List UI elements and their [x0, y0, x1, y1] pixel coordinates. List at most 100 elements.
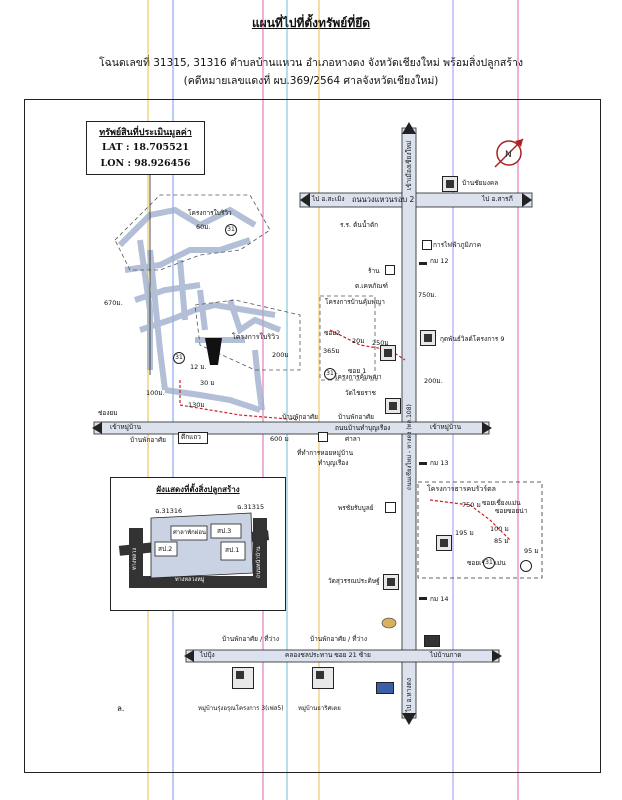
dek-label: ตึกแถว [181, 433, 201, 441]
distance-label: 670ม. [104, 299, 123, 307]
property-pin-icon: 31 [173, 352, 185, 364]
ban-phakrasai3-label: บ้านพักอาศัย [130, 436, 166, 444]
mu-ban-srinuan-label: หมู่บ้านรุ่งอรุณโครงการ 3(เฟส5) [198, 705, 284, 712]
case-number: (คดีหมายเลขแดงที่ ผบ.369/2564 ศาลจังหวัด… [183, 75, 439, 87]
water-tower-label: ร.ร. ต้นน้ำตัก [340, 221, 379, 229]
to-samoeng-label: ไป อ.สะเมิง [312, 195, 345, 203]
property-shape [205, 338, 222, 365]
to-saraphi-label: ไป อ.สารภี [482, 195, 513, 203]
mosque2-label: ทำบุญเรือง [318, 459, 349, 467]
distance-label: 200ม [272, 351, 289, 359]
property-box-title: ทรัพย์สินที่ประเมินมูลค่า [99, 128, 192, 138]
house-icon [312, 667, 334, 689]
mosque-marker [318, 432, 328, 442]
soi-phakrasai-label: ซอยซอยน่า [495, 507, 528, 515]
inset-road-left-label: ทางหลวง [132, 547, 138, 570]
scan-strip [147, 0, 149, 800]
property-coordinates-box: ทรัพย์สินที่ประเมินมูลค่า LAT : 18.70552… [86, 121, 205, 175]
distance-label: 200ม. [424, 377, 443, 385]
mosque-label: ที่ทำการหอยหมู่บ้าน [297, 449, 354, 457]
km12-label: กม 12 [430, 257, 449, 265]
to-hangdong-label: ไป อ.หางดง [405, 678, 413, 712]
to-chiangmai-label: เข้าเมืองเชียงใหม่ [405, 140, 413, 190]
compass-icon: N [494, 138, 524, 168]
scan-strip [286, 0, 288, 800]
sign-icon [424, 635, 440, 647]
distance-label: 195 ม [455, 529, 474, 537]
km13-label: กม 13 [430, 459, 449, 467]
to-pruksa-label: ไปปุ้ง [200, 651, 215, 659]
village-road-name-label: ถนนบ้านทำบุญเรือง [335, 424, 391, 432]
mu-ban-taramas-label: หมู่บ้านธาริศเตย [298, 705, 341, 712]
scan-strip [452, 0, 454, 800]
km14-label: กม 14 [430, 595, 449, 603]
property-pin-icon: 31 [483, 557, 495, 569]
property-pin-icon [520, 560, 532, 572]
soi-label: ซอย2 [324, 329, 341, 337]
latitude: LAT : 18.705521 [102, 142, 189, 153]
house-icon [232, 667, 254, 689]
distance-label: 85 ม [494, 537, 509, 545]
distance-label: 12 ม. [190, 363, 207, 371]
ban-phakrasai2-label: บ้านพักอาศัย [338, 413, 374, 421]
shop-label: ร้าน [368, 267, 380, 275]
building-sala-label: ศาลาพักผ่อน [173, 529, 207, 536]
khotng-label: ช่องยม [98, 409, 118, 417]
longitude: LON : 98.926456 [100, 158, 191, 169]
kor-kanchai-label: ต.เคหภัณฑ์ [355, 282, 388, 290]
wat-san-label: วัดสุวรรณประดิษฐ์ [328, 577, 380, 585]
building-icon [380, 345, 396, 361]
scan-strip [172, 0, 174, 800]
ban-phakrasai-s2-label: บ้านพักอาศัย / ที่ว่าง [310, 635, 368, 643]
distance-label: 750ม. [418, 291, 437, 299]
pornchai-marker [385, 502, 396, 513]
building-2-label: สป.2 [158, 545, 173, 553]
distance-label: 750 ม [462, 501, 481, 509]
property-pin-icon: 31 [225, 224, 237, 236]
proj-khumphaya-label: โครงการคุ้มพญา [334, 373, 382, 381]
building-3-label: สป.3 [217, 527, 232, 535]
property-pin-icon: 31 [324, 368, 336, 380]
sala-label: ศาลา [345, 435, 361, 443]
ban-phakrasai-label: บ้านพักอาศัย [282, 413, 318, 421]
ban-phakrasai-s-label: บ้านพักอาศัย / ที่ว่าง [222, 635, 280, 643]
distance-label: 20ม [352, 337, 365, 345]
soi-chiangman-label: ซอยเชี่ยงแม่น [482, 499, 521, 507]
to-bankad-label: ไปบ้านกาด [430, 651, 462, 659]
canal-road-label: คลองชลประทาน ซอย 21 ซ้าย [285, 651, 371, 659]
pea-marker [422, 240, 432, 250]
village-road-west-label: เข้าหมู่บ้าน [110, 423, 142, 431]
letter-icon [376, 682, 394, 694]
temple-icon [385, 398, 401, 414]
distance-label: 100ม. [146, 389, 165, 397]
dek-box [178, 432, 208, 444]
distance-label: 95 ม [524, 547, 539, 555]
distance-label: 365ม [323, 347, 340, 355]
site-plan-drawing [118, 512, 270, 588]
soi-label: ซอย 1 [348, 367, 367, 375]
proj-suwannathep-label: โครงการธารคบรัวร์ตล [427, 485, 496, 493]
distance-label: 60ม. [196, 223, 211, 231]
ban-chaimongkol-label: บ้านชัยมงคล [462, 179, 499, 187]
building-icon [420, 330, 436, 346]
pornchai-label: พรชัยรับบูลย์ [338, 504, 374, 512]
kudphan-project-label: กุดพันธ์วิลด์โครงการ 9 [440, 335, 505, 343]
temple-icon [383, 574, 399, 590]
distance-label: 100 ม [490, 525, 509, 533]
house-icon [442, 176, 458, 192]
wat-chaiyathan-label: วัดไชยราช [345, 389, 376, 397]
page-title: แผนที่ไปที่ตั้งทรัพย์ที่ยึด [251, 16, 371, 30]
proj-siriwiw-label: โครงการใบริวิว [232, 333, 280, 341]
scan-strip [318, 0, 320, 800]
distance-label: 130ม [188, 401, 205, 409]
proj-khumphaya-top-label: โครงการบ้านคุ้มพญา [325, 298, 385, 306]
village-road-east-label: เข้าหมู่บ้าน [430, 423, 462, 431]
west-subdivision [117, 206, 282, 413]
map-frame [24, 99, 601, 773]
shop-marker [385, 265, 395, 275]
site-plan-inset: ผังแสดงที่ตั้งสิ่งปลูกสร้าง ฉ.31316 ฉ.31… [110, 477, 286, 611]
site-plan-title: ผังแสดงที่ตั้งสิ่งปลูกสร้าง [156, 485, 240, 494]
proj-siriwiw-top-label: โครงการใบริวิว [188, 209, 232, 217]
inset-road-bottom-label: ทางหลวงหมู่ [175, 577, 205, 583]
